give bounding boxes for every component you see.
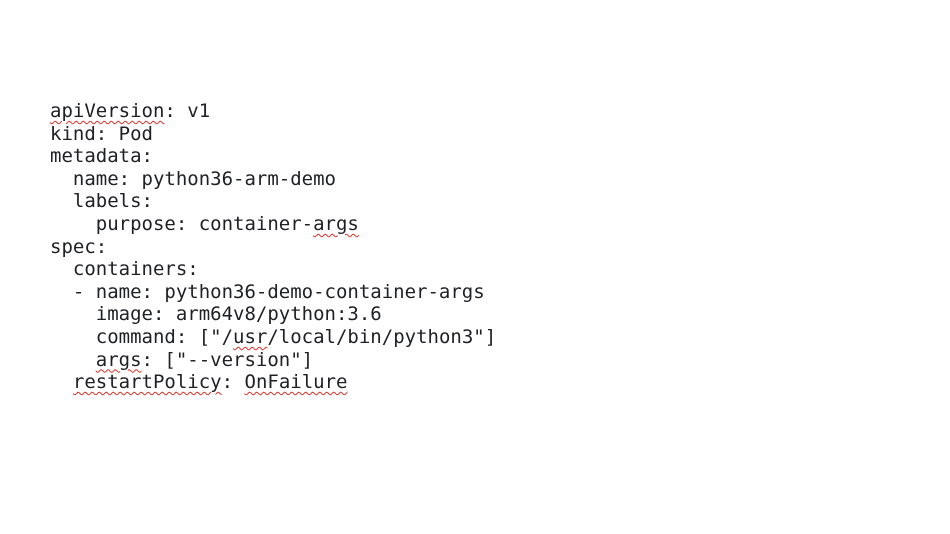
code-text: : <box>221 371 245 394</box>
spellcheck-word: restartPolicy <box>72 371 222 394</box>
code-text: /local/bin/python3"] <box>267 325 497 348</box>
code-text: - name: python36-demo-container-args <box>50 280 485 303</box>
spellcheck-word: apiVersion <box>50 100 165 122</box>
code-line-13: restartPolicy: OnFailure <box>50 371 496 394</box>
code-text <box>50 371 73 393</box>
code-line-3: metadata: <box>50 145 496 168</box>
code-line-7: spec: <box>50 236 496 259</box>
spellcheck-word: args <box>95 348 142 371</box>
code-line-12: args: ["--version"] <box>50 349 496 372</box>
spellcheck-word: args <box>313 212 359 235</box>
code-text: spec: <box>50 235 108 258</box>
code-line-11: command: ["/usr/local/bin/python3"] <box>50 326 496 349</box>
code-line-8: containers: <box>50 258 496 281</box>
spellcheck-word: usr <box>233 325 268 348</box>
code-text: name: python36-arm-demo <box>50 167 336 190</box>
code-text: metadata: <box>50 145 153 168</box>
code-line-9: - name: python36-demo-container-args <box>50 281 496 304</box>
code-text: : ["--version"] <box>141 348 314 371</box>
code-line-2: kind: Pod <box>50 123 496 146</box>
code-text: command: ["/ <box>50 325 234 348</box>
code-text: purpose: container- <box>50 212 314 235</box>
code-text: containers: <box>50 258 199 281</box>
code-line-10: image: arm64v8/python:3.6 <box>50 303 496 326</box>
code-text: labels: <box>50 190 153 213</box>
code-line-6: purpose: container-args <box>50 213 496 236</box>
code-line-5: labels: <box>50 190 496 213</box>
code-line-4: name: python36-arm-demo <box>50 168 496 191</box>
spellcheck-word: OnFailure <box>244 371 348 394</box>
code-text: image: arm64v8/python:3.6 <box>50 303 382 326</box>
code-text: kind: Pod <box>50 122 153 145</box>
code-line-1: apiVersion: v1 <box>50 100 496 123</box>
code-text <box>50 349 96 371</box>
code-text: : v1 <box>164 100 211 122</box>
